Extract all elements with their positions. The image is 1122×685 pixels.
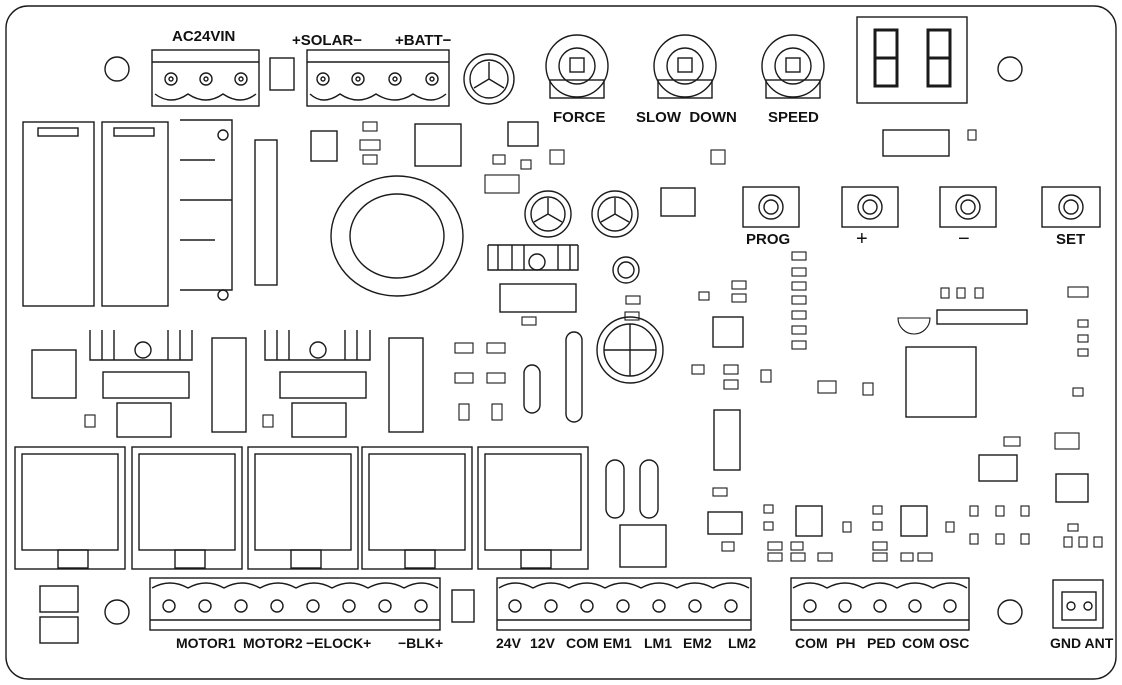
label-em1: EM1: [603, 635, 632, 651]
label-slow-down: SLOW DOWN: [636, 109, 737, 126]
ic-chip: [900, 505, 928, 537]
terminal-motor-elock-blk: [149, 577, 441, 631]
relay-row: [14, 446, 589, 570]
heatsink-center: [487, 244, 579, 313]
mounting-hole: [104, 56, 130, 82]
smd-components: [84, 121, 1103, 562]
label-prog: PROG: [746, 231, 791, 248]
microcontroller: [905, 346, 977, 418]
ic-chip: [795, 505, 823, 537]
relay: [22, 121, 95, 307]
fuse: [565, 331, 583, 423]
relay-label-window: [37, 127, 79, 137]
label-solar: +SOLAR−: [292, 32, 363, 49]
terminal-solar-batt: [306, 49, 450, 107]
power-transistor: [31, 349, 77, 399]
fuse: [639, 459, 659, 519]
relay-label-window: [113, 127, 155, 137]
ic-chip: [660, 187, 696, 217]
label-batt: +BATT−: [395, 32, 452, 49]
varistor: [463, 53, 515, 105]
label-em2: EM2: [683, 635, 712, 651]
regulator: [414, 123, 462, 167]
capacitor: [707, 511, 743, 535]
set-button[interactable]: [1041, 186, 1101, 228]
antenna-connector: [1052, 579, 1104, 629]
regulator: [619, 524, 667, 568]
label-com-2: COM: [795, 635, 828, 651]
label-plus: +: [856, 228, 868, 250]
label-ac24vin: AC24VIN: [172, 28, 236, 45]
mounting-hole: [104, 599, 130, 625]
capacitor: [978, 454, 1018, 482]
label-minus: −: [958, 228, 970, 250]
capacitor: [39, 585, 79, 613]
prog-button[interactable]: [742, 186, 800, 228]
mounting-hole: [997, 599, 1023, 625]
label-com-3: COM: [902, 635, 935, 651]
slow-down-potentiometer[interactable]: [653, 34, 717, 99]
ic-chip: [882, 129, 950, 157]
electrolytic-capacitors: [524, 190, 640, 284]
capacitor: [507, 121, 539, 147]
label-ped: PED: [867, 635, 896, 651]
fuse: [523, 364, 541, 414]
label-speed: SPEED: [768, 109, 819, 126]
label-lm1: LM1: [644, 635, 672, 651]
minus-button[interactable]: [939, 186, 997, 228]
heatsink-large: [180, 119, 278, 301]
force-potentiometer[interactable]: [545, 34, 609, 99]
heatsink-left: [89, 330, 193, 399]
terminal-24v-lm2: [496, 577, 752, 631]
capacitor: [39, 616, 79, 644]
diode: [116, 402, 172, 438]
label-motor2: MOTOR2: [243, 635, 303, 651]
plus-button[interactable]: [841, 186, 899, 228]
header-pins: [936, 309, 1028, 325]
label-12v: 12V: [530, 635, 555, 651]
capacitor-rect: [211, 337, 247, 433]
capacitor: [269, 57, 295, 91]
board-outline: [5, 5, 1117, 680]
label-24v: 24V: [496, 635, 521, 651]
label-elock: −ELOCK+: [306, 635, 372, 651]
label-set: SET: [1056, 231, 1086, 248]
relay: [101, 121, 169, 307]
label-osc: OSC: [939, 635, 970, 651]
capacitor: [451, 589, 475, 623]
capacitor-rect: [388, 337, 424, 433]
mounting-hole: [997, 56, 1023, 82]
heatsink-mid: [264, 330, 371, 399]
label-com-1: COM: [566, 635, 599, 651]
label-motor1: MOTOR1: [176, 635, 236, 651]
terminal-ac24vin: [151, 49, 260, 107]
label-blk: −BLK+: [398, 635, 444, 651]
diode: [291, 402, 347, 438]
capacitor: [310, 130, 338, 162]
ic-chip: [1055, 473, 1089, 503]
label-lm2: LM2: [728, 635, 756, 651]
terminal-com-osc: [790, 577, 970, 631]
label-ph: PH: [836, 635, 856, 651]
ic-chip: [713, 409, 741, 471]
label-gnd-ant: GND ANT: [1050, 635, 1114, 651]
capacitor-round: [596, 316, 664, 384]
ic-chip: [712, 316, 744, 348]
seven-segment-display: [856, 16, 968, 104]
label-force: FORCE: [553, 109, 606, 126]
fuse: [605, 459, 625, 519]
toroid-inductor: [330, 175, 464, 297]
speed-potentiometer[interactable]: [761, 34, 825, 99]
